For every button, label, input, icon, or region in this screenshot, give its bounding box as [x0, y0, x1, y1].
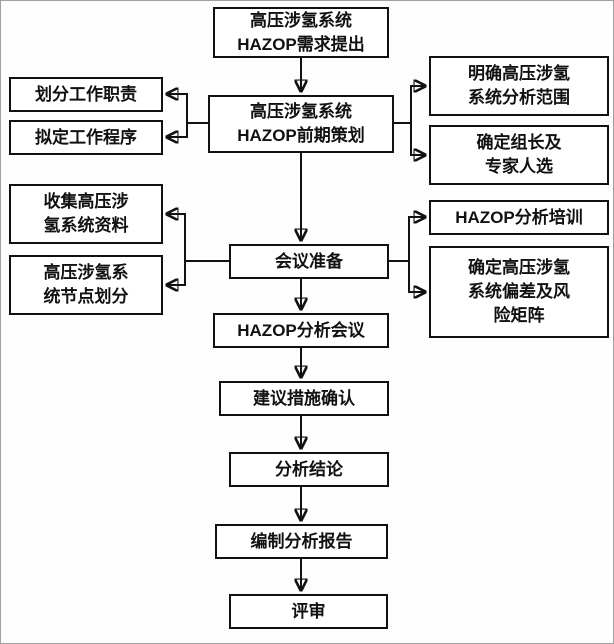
arrow-prep-to-collect: [167, 214, 229, 262]
arrow-prep-to-training: [389, 217, 425, 262]
node-review-label: 评审: [291, 601, 326, 621]
node-node-division: 高压涉氢系 统节点划分: [9, 255, 163, 315]
node-analysis-report: 编制分析报告: [215, 524, 388, 559]
node-hazop-meeting: HAZOP分析会议: [213, 313, 389, 348]
node-hazop-meeting-label: HAZOP分析会议: [237, 320, 365, 340]
arrow-prep-to-node-division: [167, 260, 229, 285]
node-team-leader-label: 确定组长及 专家人选: [476, 133, 562, 176]
node-analysis-scope: 明确高压涉氢 系统分析范围: [429, 56, 609, 116]
node-hazop-demand-label: 高压涉氢系统 HAZOP需求提出: [237, 10, 365, 54]
node-meeting-preparation: 会议准备: [229, 244, 389, 279]
arrow-planning-to-duties: [167, 94, 208, 124]
arrow-planning-to-leader: [394, 122, 425, 155]
node-analysis-conclusion-label: 分析结论: [275, 459, 343, 479]
node-divide-duties-label: 划分工作职责: [35, 84, 137, 104]
node-hazop-training: HAZOP分析培训: [429, 200, 609, 235]
node-work-procedure: 拟定工作程序: [9, 120, 163, 155]
node-hazop-training-label: HAZOP分析培训: [455, 207, 583, 227]
node-collect-data-label: 收集高压涉 氢系统资料: [43, 192, 129, 235]
node-review: 评审: [229, 594, 388, 629]
node-work-procedure-label: 拟定工作程序: [35, 127, 137, 147]
node-risk-matrix: 确定高压涉氢 系统偏差及风 险矩阵: [429, 246, 609, 338]
node-measures-confirmation: 建议措施确认: [219, 381, 389, 416]
node-node-division-label: 高压涉氢系 统节点划分: [43, 263, 129, 306]
arrow-prep-to-risk-matrix: [389, 260, 425, 292]
node-measures-confirmation-label: 建议措施确认: [253, 388, 355, 408]
node-hazop-demand: 高压涉氢系统 HAZOP需求提出: [213, 7, 389, 58]
node-analysis-scope-label: 明确高压涉氢 系统分析范围: [468, 64, 570, 107]
node-meeting-preparation-label: 会议准备: [275, 251, 343, 271]
node-risk-matrix-label: 确定高压涉氢 系统偏差及风 险矩阵: [468, 258, 570, 325]
node-analysis-report-label: 编制分析报告: [250, 531, 353, 551]
arrow-planning-to-scope: [394, 86, 425, 124]
node-team-leader: 确定组长及 专家人选: [429, 125, 609, 185]
node-preliminary-planning-label: 高压涉氢系统 HAZOP前期策划: [237, 102, 365, 145]
node-analysis-conclusion: 分析结论: [229, 452, 389, 487]
arrow-planning-to-procedure: [167, 122, 208, 137]
node-preliminary-planning: 高压涉氢系统 HAZOP前期策划: [208, 95, 394, 153]
node-divide-duties: 划分工作职责: [9, 77, 163, 112]
node-collect-data: 收集高压涉 氢系统资料: [9, 184, 163, 244]
